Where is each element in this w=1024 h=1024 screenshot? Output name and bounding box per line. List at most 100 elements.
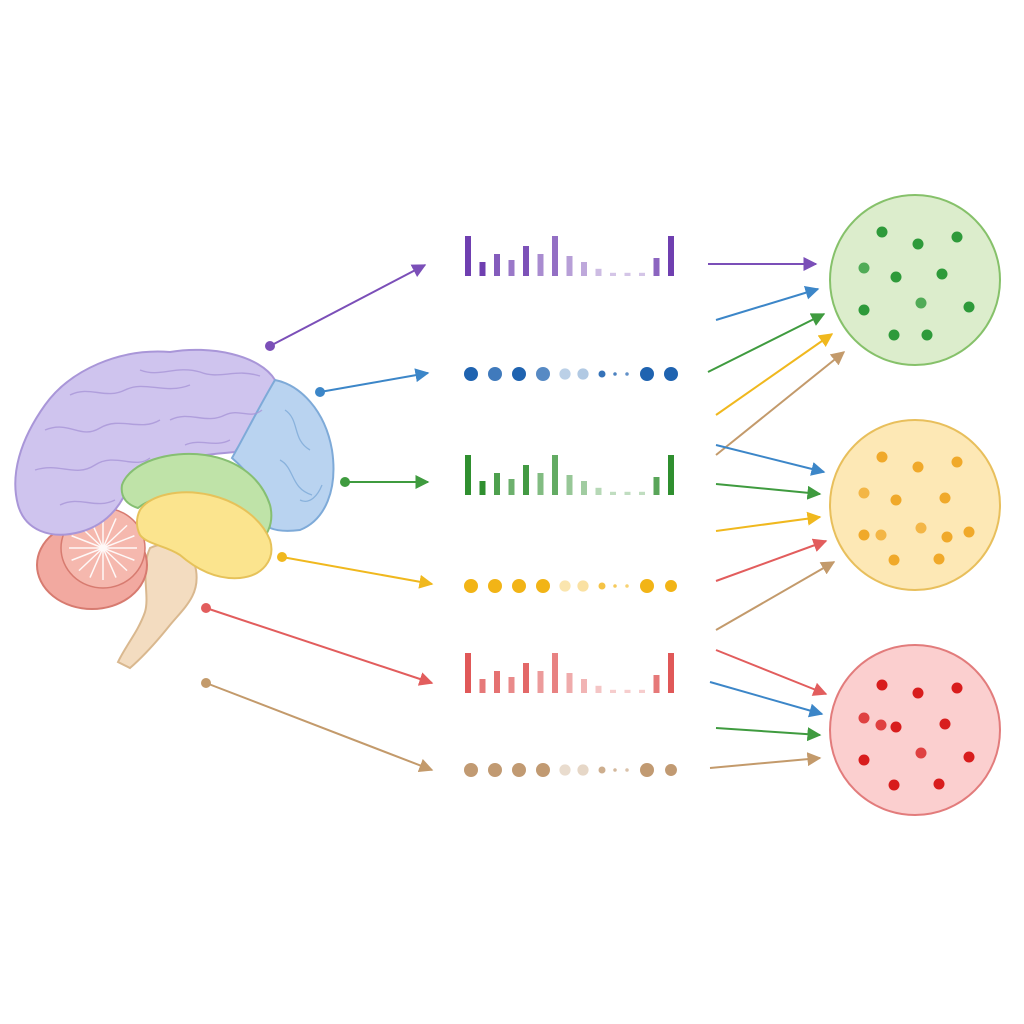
signal-bar bbox=[653, 477, 660, 495]
frontal-region bbox=[14, 348, 277, 536]
signal-bar bbox=[537, 473, 544, 495]
cluster-dot bbox=[939, 492, 951, 504]
signal-bar bbox=[639, 491, 645, 495]
cluster-dot bbox=[876, 451, 888, 463]
signal-bar bbox=[552, 455, 558, 495]
signal-bar bbox=[523, 246, 529, 276]
signal-bar bbox=[624, 491, 631, 495]
arrow-brainstem-to-cluster-red bbox=[709, 752, 822, 769]
cluster-dot bbox=[858, 529, 870, 541]
signal-bar bbox=[552, 653, 558, 693]
signal-row-cerebellum bbox=[465, 653, 674, 693]
cluster-dot bbox=[951, 456, 963, 468]
signal-dot bbox=[613, 768, 617, 772]
signal-dot bbox=[559, 764, 571, 776]
signal-dot bbox=[559, 580, 571, 592]
cluster-dot bbox=[912, 238, 924, 250]
signal-dot bbox=[464, 579, 478, 593]
arrow-temporal-to-signal bbox=[277, 552, 434, 589]
signal-bar bbox=[494, 473, 500, 495]
cluster-dot bbox=[888, 554, 900, 566]
arrow-brainstem-to-cluster-green bbox=[715, 351, 846, 456]
signal-bar bbox=[537, 671, 544, 693]
signal-dot bbox=[577, 368, 589, 380]
cluster-dot bbox=[888, 779, 900, 791]
cluster-dot bbox=[858, 262, 870, 274]
cluster-dot bbox=[876, 226, 888, 238]
signal-bar bbox=[508, 260, 515, 276]
signal-bar bbox=[494, 671, 500, 693]
cluster-dot bbox=[858, 487, 870, 499]
signal-bar bbox=[668, 236, 674, 276]
cluster-dot bbox=[875, 719, 887, 731]
signal-bar bbox=[653, 675, 660, 693]
signal-bar bbox=[595, 268, 602, 276]
signal-bar bbox=[668, 455, 674, 495]
cluster-dot bbox=[912, 687, 924, 699]
signal-bar bbox=[581, 262, 587, 276]
signal-row-brainstem bbox=[464, 763, 677, 777]
arrow-temporal-to-cluster-green bbox=[715, 333, 834, 416]
signal-rows bbox=[464, 236, 678, 777]
signal-row-limbic bbox=[465, 455, 674, 495]
signal-bar bbox=[566, 673, 573, 693]
cluster-groups bbox=[829, 194, 1001, 816]
signal-bar bbox=[523, 465, 529, 495]
cluster-dot bbox=[939, 718, 951, 730]
signal-bar bbox=[668, 653, 674, 693]
signal-bar bbox=[479, 679, 486, 693]
signal-dot bbox=[536, 579, 550, 593]
signal-dot bbox=[613, 372, 617, 376]
signal-bar bbox=[581, 481, 587, 495]
signal-dot bbox=[577, 580, 589, 592]
cluster-dot bbox=[936, 268, 948, 280]
signal-dot bbox=[665, 764, 677, 776]
signal-dot bbox=[512, 579, 526, 593]
signal-dot bbox=[625, 584, 629, 588]
cluster-dot bbox=[915, 747, 927, 759]
signal-bar bbox=[639, 689, 645, 693]
signal-row-frontal bbox=[465, 236, 674, 276]
signal-dot bbox=[598, 370, 606, 378]
signal-dot bbox=[559, 368, 571, 380]
cluster-dot bbox=[912, 461, 924, 473]
arrow-parietal-to-cluster-yellow bbox=[715, 444, 826, 476]
signal-bar bbox=[595, 685, 602, 693]
signal-bar bbox=[508, 479, 515, 495]
signal-bar bbox=[624, 689, 631, 693]
cluster-dot bbox=[951, 231, 963, 243]
signal-bar bbox=[566, 475, 573, 495]
signal-dot bbox=[464, 367, 478, 381]
signal-bar bbox=[508, 677, 515, 693]
cluster-dot bbox=[858, 304, 870, 316]
cluster-yellow bbox=[829, 419, 1001, 591]
cluster-dot bbox=[858, 754, 870, 766]
arrow-brainstem-to-signal bbox=[201, 678, 434, 773]
signal-dot bbox=[512, 367, 526, 381]
cluster-red bbox=[829, 644, 1001, 816]
cluster-dot bbox=[875, 529, 887, 541]
signal-bar bbox=[479, 481, 486, 495]
signal-dot bbox=[488, 579, 502, 593]
signal-bar bbox=[494, 254, 500, 276]
cluster-dot bbox=[915, 297, 927, 309]
cluster-dot bbox=[890, 271, 902, 283]
signal-dot bbox=[536, 763, 550, 777]
arrow-cerebellum-to-cluster-red bbox=[715, 649, 828, 696]
signal-dot bbox=[625, 372, 629, 376]
signal-dot bbox=[512, 763, 526, 777]
signal-dot bbox=[536, 367, 550, 381]
arrow-cerebellum-to-signal bbox=[201, 603, 434, 686]
arrow-limbic-to-cluster-yellow bbox=[715, 483, 822, 500]
signal-bar bbox=[653, 258, 660, 276]
arrow-parietal-to-signal bbox=[315, 368, 430, 397]
signal-dot bbox=[640, 763, 654, 777]
temporal-region bbox=[136, 491, 273, 580]
arrow-frontal-to-signal bbox=[265, 264, 427, 351]
brain-to-signal-arrows bbox=[201, 264, 434, 773]
signal-bar bbox=[624, 272, 631, 276]
cluster-dot bbox=[963, 301, 975, 313]
signal-row-parietal bbox=[464, 367, 678, 381]
arrow-limbic-to-cluster-red bbox=[715, 727, 822, 742]
